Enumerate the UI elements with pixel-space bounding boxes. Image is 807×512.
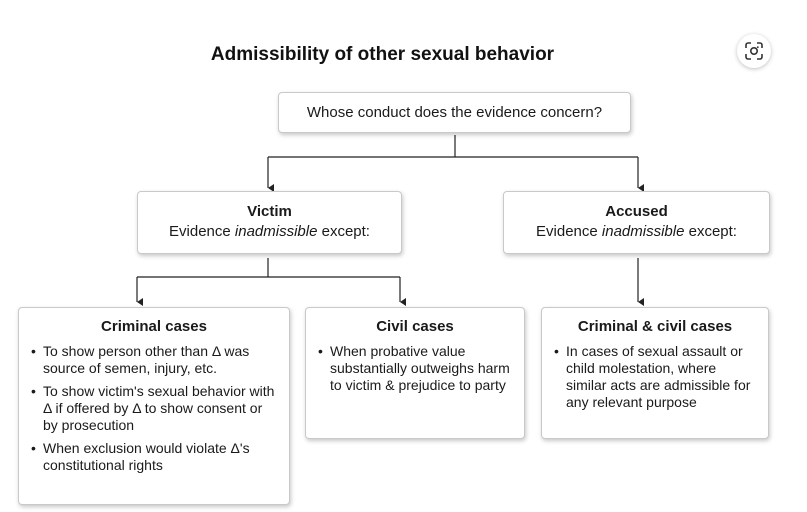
civil-cases-list: When probative value substantially outwe… [316,343,514,394]
civil-cases-header: Civil cases [376,318,454,335]
diagram-title: Admissibility of other sexual behavior [210,44,555,65]
visual-search-icon [745,42,763,60]
criminal-civil-cases-box: Criminal & civil cases In cases of sexua… [541,307,769,439]
question-box: Whose conduct does the evidence concern? [278,92,631,133]
list-item: To show person other than Δ was source o… [29,343,279,377]
victim-header: Victim [247,203,292,220]
victim-subtext: Evidence inadmissible except: [169,223,370,240]
victim-box: Victim Evidence inadmissible except: [137,191,402,254]
accused-header: Accused [605,203,668,220]
visual-search-button[interactable] [737,34,771,68]
list-item: When exclusion would violate Δ's constit… [29,440,279,474]
criminal-cases-box: Criminal cases To show person other than… [18,307,290,505]
criminal-cases-header: Criminal cases [101,318,207,335]
question-text: Whose conduct does the evidence concern? [306,104,603,121]
civil-cases-box: Civil cases When probative value substan… [305,307,525,439]
list-item: When probative value substantially outwe… [316,343,514,394]
list-item: To show victim's sexual behavior with Δ … [29,383,279,434]
accused-subtext: Evidence inadmissible except: [536,223,737,240]
accused-box: Accused Evidence inadmissible except: [503,191,770,254]
list-item: In cases of sexual assault or child mole… [552,343,758,411]
criminal-civil-cases-header: Criminal & civil cases [577,318,733,335]
criminal-civil-cases-list: In cases of sexual assault or child mole… [552,343,758,411]
criminal-cases-list: To show person other than Δ was source o… [29,343,279,474]
